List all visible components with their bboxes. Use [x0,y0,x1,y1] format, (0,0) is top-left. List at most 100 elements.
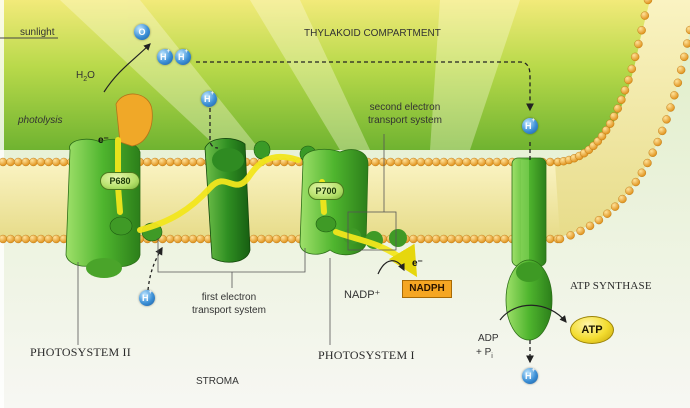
hydrogen-ion: H+ [157,49,173,65]
first-ets-label: first electron transport system [192,292,266,316]
hydrogen-ion: H+ [522,118,538,134]
lipid-head [181,234,190,244]
lipid-head [424,157,433,167]
leader-lines [77,134,397,345]
lipid-head [643,158,652,168]
lipid-head [188,234,198,244]
photosystem-ii-label: PHOTOSYSTEM II [30,345,131,359]
lipid-head [618,194,627,204]
lipid-head [424,234,433,244]
hydrogen-ion: H+ [175,49,191,65]
lipid-head [648,148,657,157]
lipid-head [624,75,633,85]
lipid-head [670,91,679,100]
lipid-head [485,234,494,244]
lipid-head [196,234,205,244]
sunlight-label: sunlight [20,27,55,38]
photosystem-ii-complex [65,138,163,278]
thylakoid-compartment-label: THYLAKOID COMPARTMENT [304,28,441,39]
lipid-head [416,157,426,167]
lipid-head [21,157,30,167]
lipid-head [59,157,68,167]
atp-molecule: ATP [570,316,614,344]
proton-flow-cytb6f [209,108,219,149]
lipid-head [165,234,175,244]
lipid-head [196,157,205,167]
lipid-head [594,215,604,225]
lipid-head [29,157,38,167]
lipid-head [454,234,464,244]
lipid-head [280,234,289,244]
lipid-head [620,86,630,95]
lipid-head [0,157,8,167]
electron-to-nadph-arrow [388,243,418,278]
lipid-head [447,234,456,244]
light-rays [60,0,520,150]
lipid-head [409,157,418,167]
nadp-reduction-arrow [377,260,405,275]
lipid-head [44,234,53,244]
lipid-head [610,202,620,211]
photolysis-arrow [103,43,151,93]
oxygen-ion: O [134,24,150,40]
oxygen-evolving-complex [115,93,153,147]
nadp-plus-label: NADP⁺ [344,289,381,301]
lipid-head [492,157,502,167]
lipid-head [249,234,259,244]
lipid-head [165,157,175,167]
lipid-head [634,39,643,49]
second-ets-label: second electron transport system [368,102,442,126]
adp-label: ADP [478,333,499,344]
lipid-head [546,157,555,167]
water-label: H2O [76,70,95,83]
lipid-head [173,234,183,244]
lipid-head [462,157,471,167]
lipid-head [492,234,502,244]
lipid-head [625,186,634,196]
hydrogen-ion: H+ [139,290,155,306]
lipid-head [470,157,479,167]
lipid-head [432,234,441,244]
lipid-head [500,157,509,167]
lipid-head [609,112,619,121]
lipid-head [409,234,418,244]
lipid-head [462,234,471,244]
proton-flow-lumen [196,61,534,112]
lipid-head [264,234,274,244]
lipid-head [601,126,611,135]
lipid-head [555,234,565,244]
lipid-head [477,234,486,244]
lipid-head [673,78,683,87]
atp-synthase-label: ATP SYNTHASE [570,280,652,292]
lipid-head [371,157,380,167]
lipid-head [287,234,296,244]
lipid-head [631,177,641,187]
lipid-head [683,39,690,48]
lipid-head [36,157,46,167]
thylakoid-lumen-region [0,0,690,150]
lipid-head [272,234,281,244]
lipid-head [6,234,15,244]
lipid-head [378,157,388,167]
lipid-head [439,234,448,244]
electron-label-psii: e⁻ [98,135,109,146]
atp-formation-arrow [499,304,567,323]
phosphate-label: + Pi [476,347,493,360]
lipid-head [439,157,448,167]
p700-reaction-center: P700 [308,182,344,200]
photolysis-label: photolysis [18,115,63,126]
lipid-head [676,65,686,75]
lipid-head [44,157,53,167]
lipid-head [432,157,441,167]
lipid-head [36,234,46,244]
stroma-label: STROMA [196,376,239,387]
lipid-head [613,104,622,113]
lipid-head [143,157,152,167]
lipid-head [643,0,653,5]
lipid-head [158,157,167,167]
lipid-head [6,157,15,167]
hydrogen-ion: H+ [522,368,538,384]
lipid-head [52,234,61,244]
lipid-head [14,157,23,167]
